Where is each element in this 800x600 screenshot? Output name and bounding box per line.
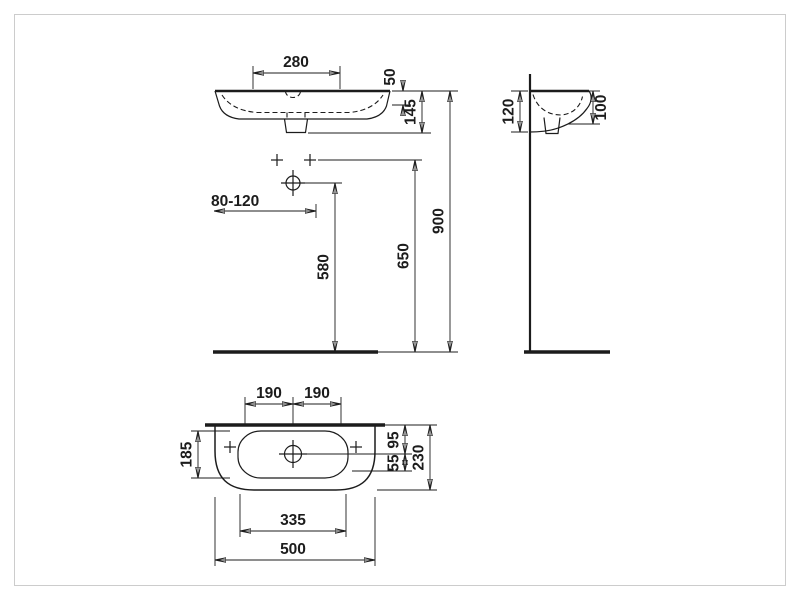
dim-190-right-label: 190	[304, 385, 330, 402]
side-bowl-hidden-line	[532, 94, 584, 116]
dim-55-label: 55	[386, 454, 403, 472]
top-basin-outline	[214, 425, 376, 491]
dim-100: 100	[568, 90, 610, 125]
dim-580: 580	[305, 182, 342, 352]
dim-80-120: 80-120	[211, 193, 317, 218]
dim-185-label: 185	[179, 441, 196, 467]
dim-280: 280	[252, 54, 341, 89]
dim-120-label: 120	[501, 99, 518, 125]
dim-80-120-label: 80-120	[211, 193, 259, 210]
front-basin-outline	[214, 90, 391, 120]
dim-650: 650	[318, 159, 422, 352]
top-fixing-hole-right	[350, 441, 362, 453]
dim-100-label: 100	[593, 95, 610, 121]
dim-900: 900	[431, 91, 451, 352]
front-bowl-hidden-line	[221, 94, 384, 114]
dim-500-label: 500	[280, 541, 306, 558]
dim-185: 185	[179, 430, 230, 479]
side-drain-stub	[543, 117, 561, 135]
dim-900-label: 900	[431, 208, 448, 234]
dim-95: 95	[300, 424, 437, 455]
dim-280-label: 280	[283, 54, 309, 71]
dim-145-label: 145	[403, 99, 420, 125]
dim-500: 500	[214, 497, 376, 566]
dim-650-label: 650	[396, 243, 413, 269]
dim-230: 230	[377, 425, 437, 491]
front-fixing-hole-left	[271, 154, 283, 166]
dim-190-pair: 190 190	[244, 385, 342, 424]
dim-230-label: 230	[411, 445, 428, 471]
side-view: 120 100	[501, 74, 610, 354]
front-taphole-hidden-arc	[284, 90, 302, 98]
front-drain-symbol	[281, 170, 305, 196]
dim-335: 335	[239, 494, 347, 537]
dim-50-label: 50	[382, 68, 399, 85]
dim-120: 120	[501, 90, 528, 133]
dim-95-label: 95	[386, 431, 403, 449]
top-view: 190 190 95 55 230 185	[179, 385, 437, 566]
dim-580-label: 580	[316, 254, 333, 280]
top-bowl-outline	[237, 430, 349, 479]
page-frame	[14, 14, 786, 586]
dim-50: 50	[382, 68, 411, 116]
front-view: 280 50 145 80-120 580	[211, 54, 458, 354]
dim-190-left-label: 190	[256, 385, 282, 402]
dim-55: 55	[352, 454, 412, 472]
dim-335-label: 335	[280, 512, 306, 529]
front-fixing-hole-right	[304, 154, 316, 166]
dim-145: 145	[308, 90, 458, 134]
top-fixing-hole-left	[224, 441, 236, 453]
front-drain-stub	[283, 118, 309, 134]
